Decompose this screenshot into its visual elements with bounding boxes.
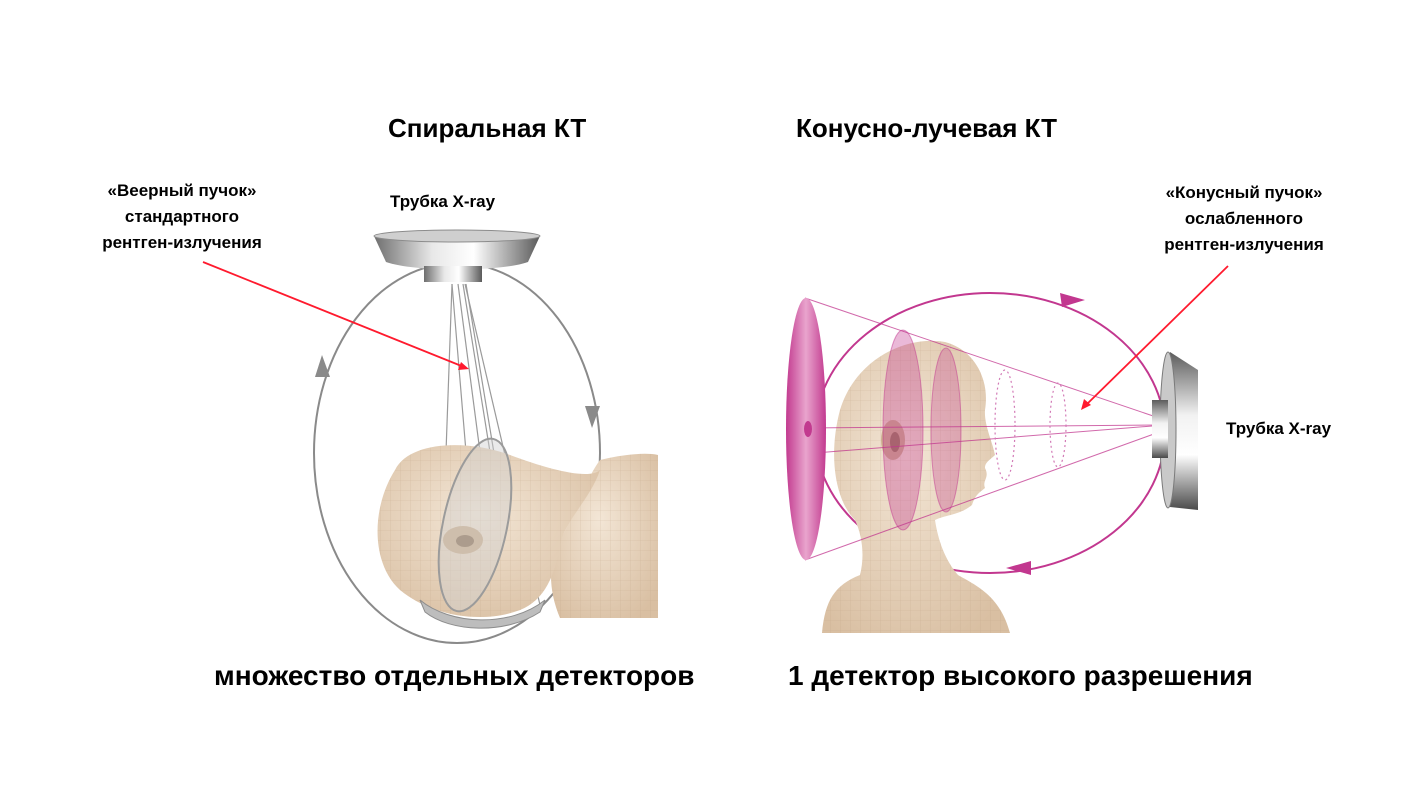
cbct-flat-panel-detector [786, 298, 826, 560]
orbit-arrow-right-icon [1060, 293, 1085, 307]
cone-beam-label-line-3: рентген-излучения [1164, 235, 1324, 254]
fan-beam-pointer-line [202, 261, 465, 368]
cone-slice [930, 347, 962, 513]
fan-beam-label-line-1: «Веерный пучок» [107, 181, 257, 200]
cone-beam-pointer-arrowhead-icon [1081, 399, 1091, 410]
fan-beam-label-line-2: стандартного [124, 207, 240, 226]
cone-cross-sections [994, 369, 1067, 481]
fan-beam-label-line-3: рентген-излучения [102, 233, 262, 252]
fan-beam-pointer-arrowhead-icon [458, 362, 469, 370]
fan-beam-label: «Веерный пучок» стандартного рентген-изл… [82, 178, 282, 256]
orbit-arrow-down-icon [585, 406, 600, 428]
cone-slice [882, 329, 924, 531]
spiral-tube-label: Трубка X-ray [390, 192, 496, 211]
spiral-patient-head-illustration [377, 445, 658, 618]
spiral-ct-title: Спиральная КТ [388, 113, 587, 143]
cone-beam-label: «Конусный пучок» ослабленного рентген-из… [1144, 180, 1344, 258]
cbct-xray-tube [1152, 351, 1198, 510]
spiral-xray-tube [373, 229, 541, 282]
orbit-arrow-up-icon [315, 355, 330, 377]
cone-beam-label-line-2: ослабленного [1184, 209, 1304, 228]
cbct-title: Конусно-лучевая КТ [796, 113, 1058, 143]
spiral-detector-ring [419, 437, 546, 629]
cbct-caption: 1 детектор высокого разрешения [788, 660, 1253, 691]
cone-beam [789, 297, 1166, 561]
cbct-patient-head-illustration [822, 340, 1010, 633]
spiral-ct-caption: множество отдельных детекторов [214, 660, 695, 691]
cbct-tube-label: Трубка X-ray [1226, 419, 1332, 438]
orbit-arrow-left-icon [1006, 561, 1031, 575]
cone-beam-label-line-1: «Конусный пучок» [1165, 183, 1323, 202]
cone-beam-ct-illustration [786, 292, 1198, 633]
spiral-ct-illustration [313, 229, 658, 644]
cone-beam-pointer-line [1084, 265, 1229, 407]
